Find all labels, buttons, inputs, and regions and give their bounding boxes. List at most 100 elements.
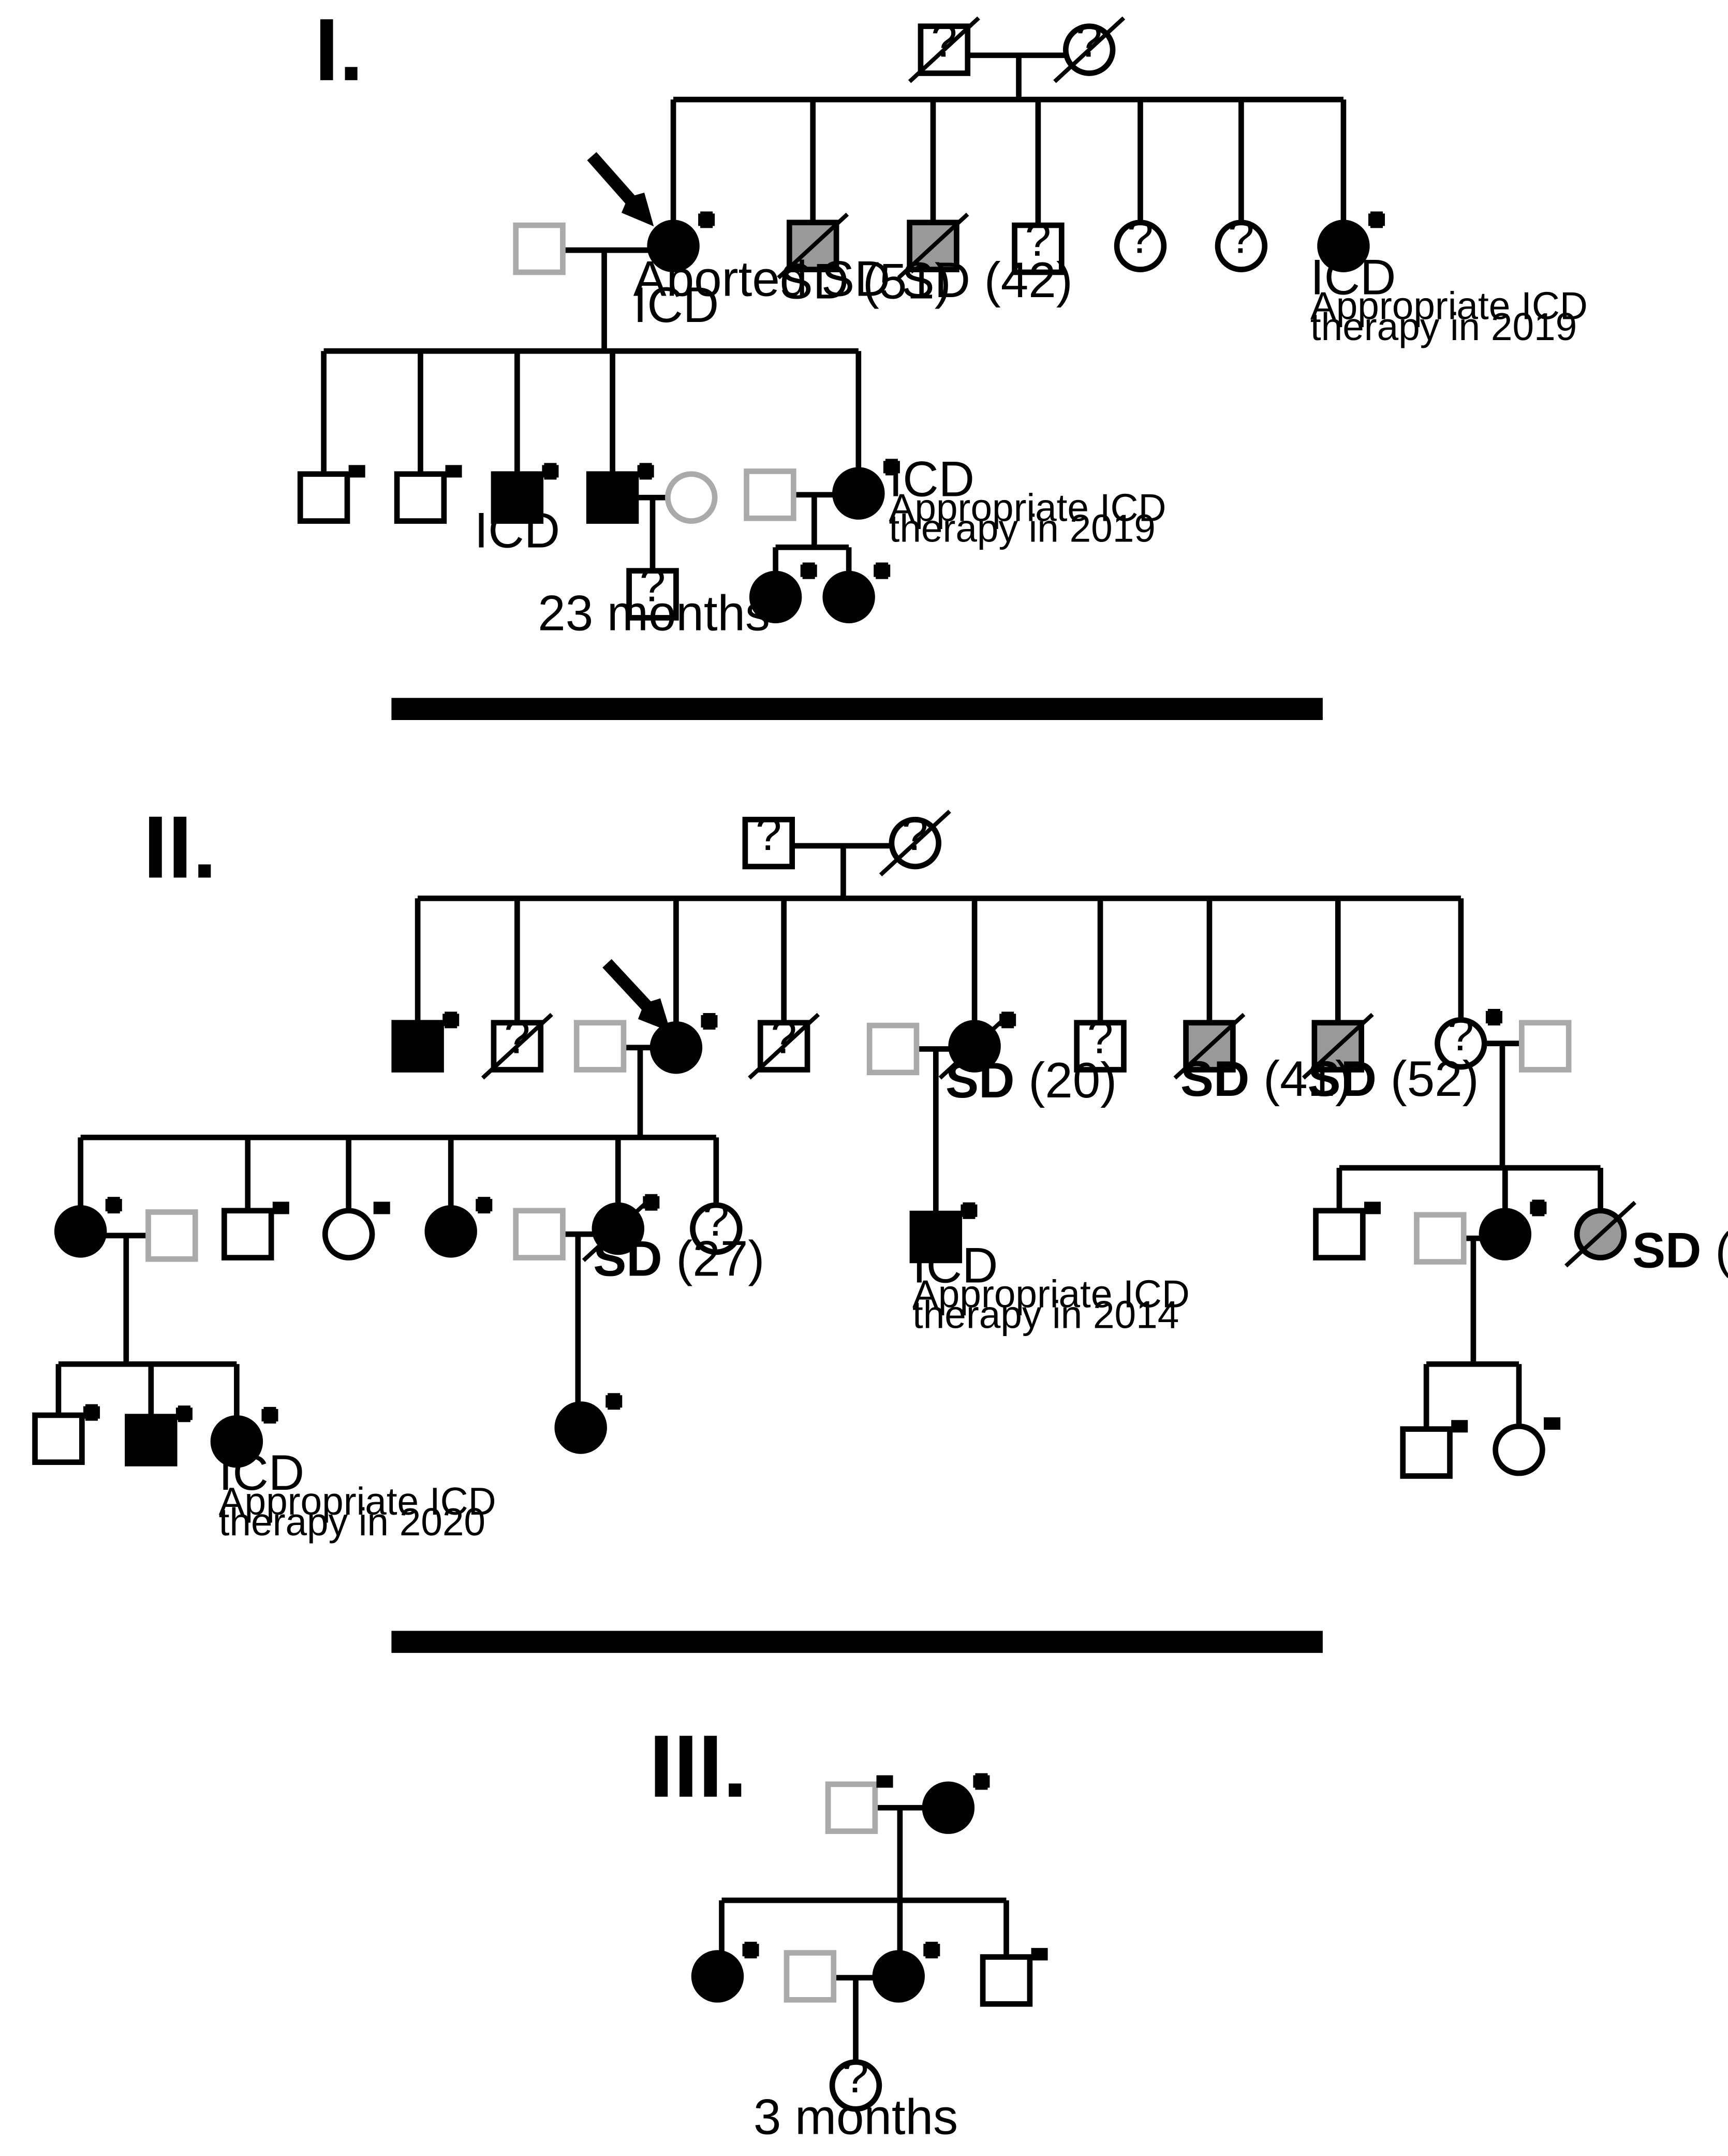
male-square-ii-gf (742, 816, 795, 870)
male-square-i-c1 (297, 471, 350, 524)
male-square-i-sib3 (1012, 222, 1065, 275)
annotation-text: ICD (219, 1445, 305, 1501)
unknown-status-text: ? (504, 1011, 530, 1063)
female-circle-ii-s9-c2 (1479, 1208, 1532, 1260)
female-circle-ii-c4 (424, 1205, 477, 1258)
deceased-slash (1053, 16, 1126, 83)
unknown-status-text: ? (771, 1011, 796, 1063)
carrier-positive-icon (643, 1194, 660, 1211)
female-circle-i-gc1 (749, 570, 802, 624)
male-square-ii-s6 (1074, 1020, 1127, 1073)
male-square-iii-f (825, 1781, 878, 1834)
carrier-positive-icon (175, 1405, 193, 1422)
unknown-status-text: ? (1025, 214, 1051, 266)
unknown-status-text: ? (931, 14, 957, 67)
male-square-ii-c5-spouse (513, 1208, 566, 1260)
male-square-ii-gc2 (125, 1414, 178, 1466)
annotation-text: therapy in 2014 (912, 1293, 1179, 1337)
male-square-iii-c2-spouse (784, 1950, 837, 2003)
sudden-death-label: SD (27) (593, 1231, 764, 1286)
carrier-positive-icon (742, 1942, 759, 1959)
carrier-positive-icon (698, 211, 715, 228)
female-circle-i-sib5 (1215, 219, 1268, 272)
male-square-ii-s9-c1 (1313, 1208, 1366, 1260)
annotation-text: 3 months (754, 2089, 958, 2145)
male-square-i-spouse (513, 222, 566, 275)
deceased-slash (938, 1013, 1011, 1080)
unknown-status-text: ? (1076, 14, 1102, 67)
family-label: I. (314, 1, 363, 99)
unknown-status-text: ? (756, 808, 781, 860)
annotation-text: Appropriate ICD (1310, 284, 1588, 328)
carrier-positive-icon (105, 1197, 122, 1214)
annotation-text: Appropriate ICD (219, 1479, 496, 1523)
female-circle-i-gc2 (822, 570, 875, 624)
unknown-status-text: ? (843, 2050, 868, 2103)
carrier-positive-icon (637, 463, 654, 480)
female-circle-ii-proband (649, 1021, 703, 1074)
male-square-ii-proband-spouse (573, 1020, 627, 1073)
carrier-positive-icon (442, 1011, 460, 1029)
annotation-text: ICD (912, 1238, 998, 1294)
female-circle-ii-c1 (54, 1205, 107, 1258)
sudden-death-label: SD (17) (1632, 1223, 1728, 1278)
carrier-positive-icon (999, 1011, 1016, 1029)
female-circle-i-sib6 (1317, 219, 1370, 272)
unknown-status-text: ? (703, 1194, 729, 1246)
annotation-text: ICD (889, 451, 975, 507)
carrier-positive-icon (83, 1404, 100, 1421)
annotation-text: Appropriate ICD (912, 1272, 1190, 1316)
male-square-i-c4-child (626, 568, 679, 621)
male-square-i-c5-spouse (744, 468, 796, 521)
sudden-death-label: SD (52) (1308, 1051, 1479, 1107)
unknown-status-text: ? (1448, 1008, 1474, 1061)
annotation-text: therapy in 2019 (1310, 305, 1577, 348)
unknown-status-text: ? (640, 559, 666, 611)
proband-arrow-I-head (621, 193, 654, 227)
carrier-positive-icon (961, 1202, 978, 1219)
male-square-ii-s5-spouse (866, 1022, 920, 1076)
female-circle-i-sib4 (1114, 219, 1167, 272)
female-circle-i-c5 (832, 467, 885, 520)
male-square-i-c3 (491, 471, 544, 524)
family-label: III. (649, 1717, 747, 1816)
female-circle-ii-c6 (690, 1202, 743, 1255)
sudden-death-label: SD (41) (1180, 1051, 1352, 1107)
carrier-positive-icon (800, 562, 817, 579)
male-square-ii-s5-child (909, 1210, 963, 1264)
deceased-slash (879, 810, 951, 876)
male-square-ii-s1 (391, 1020, 444, 1073)
female-circle-iii-gc (829, 2059, 882, 2112)
unknown-status-text: ? (1228, 211, 1254, 263)
proband-arrow-II-head (638, 998, 671, 1032)
annotation-text: therapy in 2020 (219, 1500, 485, 1544)
annotation-text: Aborted SD (633, 251, 891, 306)
deceased-slash (897, 212, 969, 280)
male-square-iii-c3 (980, 1954, 1033, 2007)
deceased-slash (582, 1195, 654, 1262)
unknown-status-text: ? (1127, 211, 1153, 263)
annotation-text: SD (42) (902, 253, 1073, 308)
annotation-text: 23 months (538, 585, 770, 641)
deceased-slash (748, 1013, 820, 1080)
deceased-slash (1564, 1200, 1636, 1268)
female-circle-ii-c3 (322, 1208, 375, 1260)
deceased-slash (1302, 1013, 1374, 1080)
female-circle-iii-c1 (691, 1950, 744, 2003)
female-circle-i-proband (647, 219, 700, 272)
carrier-positive-icon (701, 1013, 718, 1030)
relationship-lines (55, 52, 1603, 2062)
carrier-positive-icon (605, 1393, 623, 1410)
carrier-positive-icon (973, 1773, 990, 1790)
deceased-slash (1173, 1013, 1246, 1080)
male-square-ii-c2 (221, 1208, 274, 1260)
female-circle-ii-gc3 (210, 1415, 263, 1468)
annotation-text: SD (51) (780, 254, 951, 310)
deceased-slash (481, 1013, 553, 1080)
individual-symbols: ?????????????? (32, 14, 1636, 2112)
male-square-ii-gc1 (32, 1412, 85, 1465)
annotation-text: ICD (1310, 250, 1396, 305)
carrier-positive-icon (476, 1197, 493, 1214)
unknown-status-text: ? (1087, 1011, 1113, 1063)
